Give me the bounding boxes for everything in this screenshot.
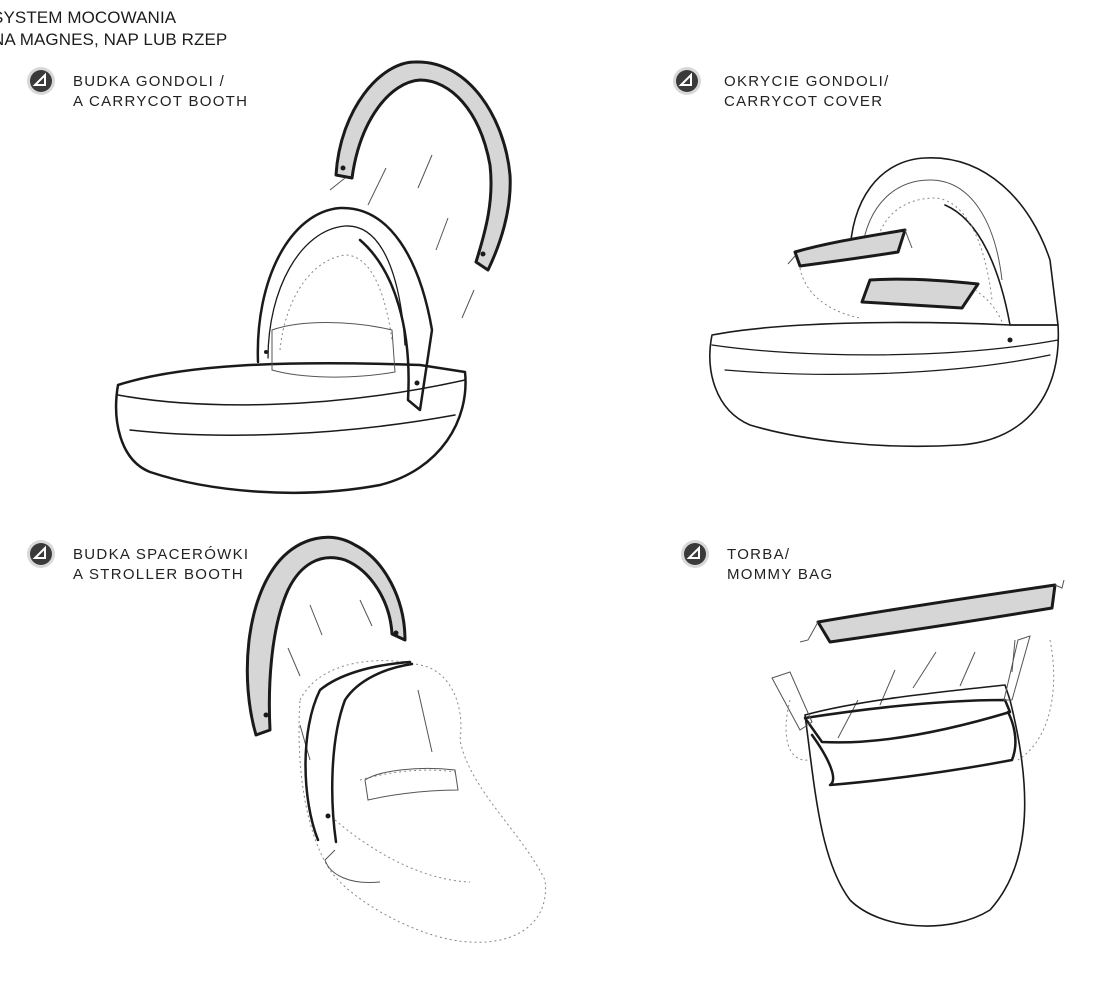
- panel-label-line-2: MOMMY BAG: [727, 566, 834, 583]
- panel-label-carrycot-booth: BUDKA GONDOLI / A CARRYCOT BOOTH: [73, 72, 248, 112]
- mommy-bag-illustration: [771, 579, 1065, 927]
- panel-label-stroller-booth: BUDKA SPACERÓWKI A STROLLER BOOTH: [73, 545, 249, 585]
- bag-flap-piece: [816, 583, 1057, 644]
- header-line-2: NA MAGNES, NAP LUB RZEP: [0, 30, 228, 49]
- panel-label-mommy-bag: TORBA/ MOMMY BAG: [727, 545, 833, 585]
- attach-badge-icon: [27, 67, 55, 95]
- attach-badge-icon: [673, 67, 701, 95]
- carrycot-cover-illustration: [709, 157, 1060, 448]
- panel-label-line-1: OKRYCIE GONDOLI/: [724, 73, 890, 90]
- attach-badge-icon: [27, 540, 55, 568]
- panel-label-line-2: A CARRYCOT BOOTH: [73, 93, 249, 110]
- carrycot-booth-illustration: [114, 60, 512, 495]
- stroller-booth-piece: [245, 535, 407, 737]
- booth-cover-piece: [334, 60, 512, 272]
- cover-flap-bottom: [860, 277, 980, 310]
- panel-label-line-2: A STROLLER BOOTH: [73, 566, 244, 583]
- cover-flap-top: [793, 228, 907, 268]
- panel-label-line-1: TORBA/: [727, 546, 791, 563]
- panel-label-line-1: BUDKA SPACERÓWKI: [73, 546, 250, 563]
- stroller-booth-illustration: [245, 535, 547, 943]
- diagram-header: SYSTEM MOCOWANIA NA MAGNES, NAP LUB RZEP: [0, 7, 227, 51]
- panel-label-carrycot-cover: OKRYCIE GONDOLI/ CARRYCOT COVER: [724, 72, 890, 112]
- panel-label-line-2: CARRYCOT COVER: [724, 93, 884, 110]
- header-line-1: SYSTEM MOCOWANIA: [0, 8, 177, 27]
- attach-badge-icon: [681, 540, 709, 568]
- panel-label-line-1: BUDKA GONDOLI /: [73, 73, 226, 90]
